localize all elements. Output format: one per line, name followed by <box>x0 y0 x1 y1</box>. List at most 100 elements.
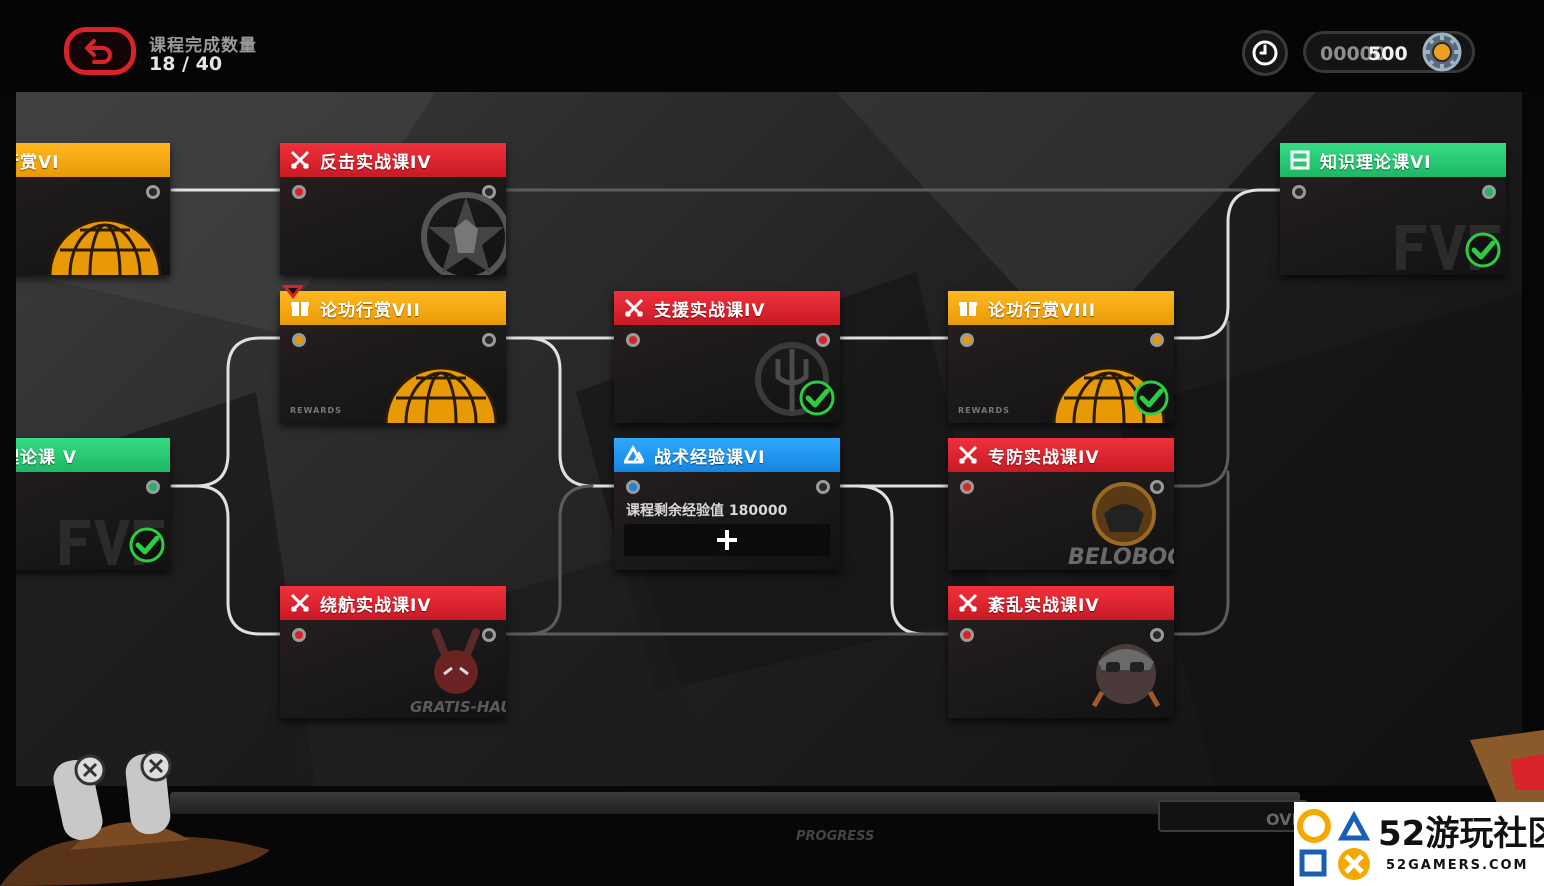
connector-node <box>292 185 306 199</box>
swords-icon <box>958 593 978 613</box>
progress-caption: PROGRESS <box>796 829 875 844</box>
card-header: 战术经验课VI <box>614 438 840 472</box>
connector-node <box>482 628 496 642</box>
card-title: 专防实战课IV <box>988 447 1100 468</box>
rabbit-emblem-icon: GRATIS-HAUN <box>410 628 506 716</box>
course-card-tactics-6[interactable]: 战术经验课VI 课程剩余经验值 180000 <box>614 438 840 570</box>
book-icon <box>1290 150 1310 170</box>
card-title: 反击实战课IV <box>320 152 432 173</box>
connector-node <box>960 480 974 494</box>
clock-icon <box>1252 40 1278 66</box>
course-card-theory-6[interactable]: 知识理论课VI <box>1280 143 1506 275</box>
dome-emblem-icon <box>48 218 162 275</box>
completed-check-icon <box>129 527 165 563</box>
card-art-text: GRATIS-HAUN <box>410 698 506 716</box>
back-arrow-icon <box>85 39 112 64</box>
tactics-icon <box>624 445 644 464</box>
connector-node <box>146 480 160 494</box>
course-card-merit-6[interactable]: 功行赏VI <box>16 143 170 275</box>
swords-icon <box>290 150 310 170</box>
card-title: 绕航实战课IV <box>320 595 432 616</box>
connector-node <box>292 333 306 347</box>
corner-decoration-icon <box>1470 730 1544 810</box>
connector-node <box>626 480 640 494</box>
remaining-xp-text: 课程剩余经验值 180000 <box>626 503 788 519</box>
wolf-star-emblem-icon <box>421 192 506 275</box>
course-progress-label: 课程完成数量 <box>149 36 257 56</box>
course-progress-value: 18 / 40 <box>149 53 223 75</box>
overview-box[interactable] <box>1158 800 1308 832</box>
course-connectors <box>170 188 1282 636</box>
completed-check-icon <box>799 380 835 416</box>
trident-emblem-icon <box>755 342 829 416</box>
progress-track <box>170 792 1300 814</box>
course-card-theory-5[interactable]: 识理论课 V <box>16 438 170 570</box>
swords-icon <box>290 593 310 613</box>
card-header: 紊乱实战课IV <box>948 586 1174 620</box>
connector-node <box>292 628 306 642</box>
swords-icon <box>624 298 644 318</box>
card-title: 紊乱实战课IV <box>988 595 1100 616</box>
course-tree-board: 功行赏VI 反击实战课IV <box>16 92 1522 786</box>
site-watermark: 52游玩社区 52GAMERS.COM <box>1294 802 1544 886</box>
mascot-hat-character-icon <box>0 750 270 886</box>
bear-emblem-icon: BELOBOG <box>1068 482 1174 570</box>
connector-node <box>146 185 160 199</box>
current-position-marker-icon <box>282 285 304 299</box>
rewards-tag: REWARDS <box>958 406 1010 415</box>
add-xp-button[interactable] <box>624 524 830 556</box>
card-title: 支援实战课IV <box>654 300 766 321</box>
plus-icon <box>717 530 737 550</box>
watermark-title: 52游玩社区 <box>1378 814 1544 854</box>
gear-coin-icon <box>1422 32 1462 72</box>
course-card-counter-4[interactable]: 反击实战课IV <box>280 143 506 275</box>
card-header: 论功行赏VIII <box>948 291 1174 325</box>
timer-button[interactable] <box>1242 30 1288 76</box>
course-card-brawl-4[interactable]: 紊乱实战课IV <box>948 586 1174 718</box>
completed-check-icon <box>1465 232 1501 268</box>
card-title: 战术经验课VI <box>654 447 766 468</box>
card-header: 绕航实战课IV <box>280 586 506 620</box>
completed-check-icon <box>1133 380 1169 416</box>
course-card-defense-4[interactable]: 专防实战课IV BELOBOG <box>948 438 1174 570</box>
connector-node <box>960 333 974 347</box>
connector-node <box>960 628 974 642</box>
boar-pilot-emblem-icon <box>1091 644 1161 708</box>
connector-node <box>1482 185 1496 199</box>
gift-icon <box>291 302 309 316</box>
course-card-flank-4[interactable]: 绕航实战课IV GRATIS-HAUN <box>280 586 506 718</box>
currency-amount: 500 <box>1368 43 1408 65</box>
course-card-merit-8[interactable]: 论功行赏VIII REWARDS <box>948 291 1174 423</box>
card-title: 知识理论课VI <box>1320 152 1432 173</box>
card-art-text: BELOBOG <box>1068 545 1174 570</box>
dome-emblem-icon <box>1052 366 1166 423</box>
card-title: 识理论课 V <box>16 447 78 468</box>
overview-label: OVE <box>1266 810 1303 829</box>
connector-node <box>482 185 496 199</box>
currency-leading-zeros: 00000 <box>1320 43 1387 65</box>
card-header: 论功行赏VII <box>280 291 506 325</box>
watermark-url: 52GAMERS.COM <box>1386 858 1529 873</box>
card-header: 反击实战课IV <box>280 143 506 177</box>
back-button[interactable] <box>64 27 136 75</box>
gift-icon <box>959 302 977 316</box>
connector-node <box>816 333 830 347</box>
connector-node <box>1292 185 1306 199</box>
connector-node <box>1150 480 1164 494</box>
card-header: 知识理论课VI <box>1280 143 1506 177</box>
course-card-support-4[interactable]: 支援实战课IV <box>614 291 840 423</box>
card-title: 功行赏VI <box>16 152 60 173</box>
connector-node <box>626 333 640 347</box>
connector-node <box>482 333 496 347</box>
card-header: 功行赏VI <box>16 143 170 177</box>
card-title: 论功行赏VII <box>320 300 421 321</box>
course-card-merit-7[interactable]: 论功行赏VII REWARDS <box>280 291 506 423</box>
dome-emblem-icon <box>384 366 498 423</box>
card-header: 识理论课 V <box>16 438 170 472</box>
card-title: 论功行赏VIII <box>988 300 1097 321</box>
swords-icon <box>958 445 978 465</box>
card-header: 支援实战课IV <box>614 291 840 325</box>
connector-node <box>816 480 830 494</box>
top-bar: 课程完成数量 18 / 40 00000 500 <box>0 0 1544 92</box>
